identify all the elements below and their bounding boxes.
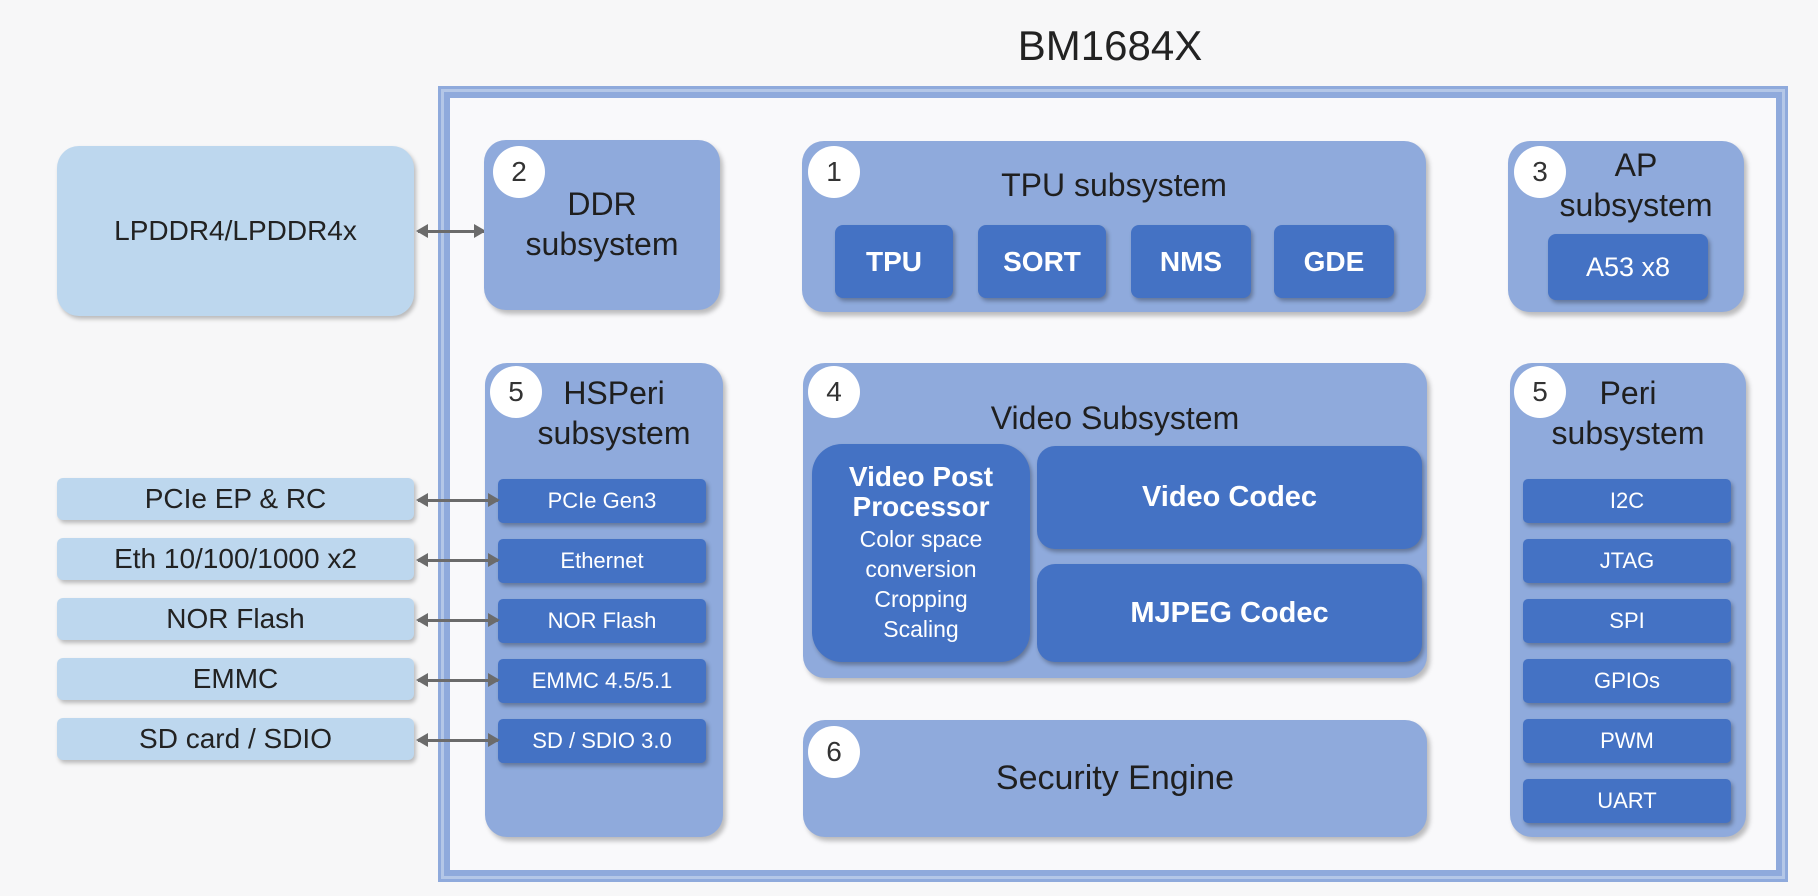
ap-subsystem: 3 AP subsystem A53 x8 <box>1508 141 1744 312</box>
ext-nor-flash-label: NOR Flash <box>166 603 305 634</box>
vpp-detail-4: Scaling <box>883 616 959 642</box>
spi-block: SPI <box>1523 599 1731 643</box>
a53-block: A53 x8 <box>1548 234 1708 300</box>
lpddr-ddr-arrow <box>416 224 486 238</box>
peri-subsystem: 5 Peri subsystem I2C JTAG SPI GPIOs PWM … <box>1510 363 1746 837</box>
gpios-block: GPIOs <box>1523 659 1731 703</box>
tpu-block: TPU <box>835 225 953 298</box>
hsperi-title: HSPeri subsystem <box>505 373 723 453</box>
pcie-arrow <box>416 493 500 507</box>
i2c-block: I2C <box>1523 479 1731 523</box>
security-number-badge: 6 <box>808 726 860 778</box>
vpp-detail-3: Cropping <box>874 586 968 612</box>
video-number-badge: 4 <box>808 366 860 418</box>
chip-title: BM1684X <box>1017 22 1203 69</box>
hsperi-title-line1: HSPeri <box>563 375 665 411</box>
ddr-subsystem: 2 DDR subsystem <box>484 140 720 310</box>
ext-ethernet-label: Eth 10/100/1000 x2 <box>114 543 357 574</box>
video-codec-block: Video Codec <box>1037 446 1422 549</box>
uart-block: UART <box>1523 779 1731 823</box>
ext-emmc-label: EMMC <box>192 663 279 694</box>
ethernet-block: Ethernet <box>498 539 706 583</box>
vpp-title-line1: Video Post <box>848 461 994 492</box>
pwm-block: PWM <box>1523 719 1731 763</box>
peri-title: Peri subsystem <box>1510 373 1746 453</box>
nor-flash-arrow <box>416 613 500 627</box>
ap-title-line2: subsystem <box>1559 187 1713 223</box>
nms-block: NMS <box>1131 225 1251 298</box>
lpddr-memory: LPDDR4/LPDDR4x <box>57 146 414 316</box>
nor-flash-block: NOR Flash <box>498 599 706 643</box>
hsperi-title-line2: subsystem <box>537 415 691 451</box>
ext-pcie-label: PCIe EP & RC <box>144 483 327 514</box>
sort-block: SORT <box>978 225 1106 298</box>
sd-card-arrow <box>416 733 500 747</box>
security-title: Security Engine <box>995 759 1235 797</box>
ddr-title: DDR subsystem <box>484 184 720 264</box>
emmc-block: EMMC 4.5/5.1 <box>498 659 706 703</box>
video-title: Video Subsystem <box>990 400 1240 436</box>
security-engine: 6 Security Engine <box>803 720 1427 837</box>
gde-block: GDE <box>1274 225 1394 298</box>
peri-title-line1: Peri <box>1599 375 1657 411</box>
emmc-arrow <box>416 673 500 687</box>
peri-number-badge: 5 <box>1514 366 1566 418</box>
jtag-block: JTAG <box>1523 539 1731 583</box>
video-subsystem: 4 Video Subsystem Video Post Processor C… <box>803 363 1427 678</box>
ap-title: AP subsystem <box>1528 145 1744 225</box>
tpu-number-badge: 1 <box>808 146 860 198</box>
ap-number-badge: 3 <box>1514 146 1566 198</box>
ddr-title-line1: DDR <box>567 186 637 222</box>
vpp-detail-2: conversion <box>865 556 977 582</box>
ext-sd-card: SD card / SDIO <box>57 718 414 760</box>
tpu-title: TPU subsystem <box>1001 167 1227 203</box>
sdio-block: SD / SDIO 3.0 <box>498 719 706 763</box>
ext-pcie: PCIe EP & RC <box>57 478 414 520</box>
ddr-number-badge: 2 <box>493 146 545 198</box>
peri-title-line2: subsystem <box>1551 415 1705 451</box>
ext-nor-flash: NOR Flash <box>57 598 414 640</box>
ext-sd-card-label: SD card / SDIO <box>139 723 332 754</box>
ddr-title-line2: subsystem <box>525 226 679 262</box>
ap-title-line1: AP <box>1614 147 1658 183</box>
tpu-subsystem: 1 TPU subsystem TPU SORT NMS GDE <box>802 141 1426 312</box>
vpp-detail-1: Color space <box>859 526 983 552</box>
ext-ethernet: Eth 10/100/1000 x2 <box>57 538 414 580</box>
video-post-processor-block: Video Post Processor Color space convers… <box>812 444 1030 662</box>
hsperi-subsystem: 5 HSPeri subsystem PCIe Gen3 Ethernet NO… <box>485 363 723 837</box>
hsperi-number-badge: 5 <box>490 366 542 418</box>
mjpeg-codec-block: MJPEG Codec <box>1037 564 1422 662</box>
ext-emmc: EMMC <box>57 658 414 700</box>
ethernet-arrow <box>416 553 500 567</box>
vpp-title-line2: Processor <box>852 491 990 522</box>
pcie-gen3-block: PCIe Gen3 <box>498 479 706 523</box>
lpddr-label: LPDDR4/LPDDR4x <box>114 215 357 246</box>
